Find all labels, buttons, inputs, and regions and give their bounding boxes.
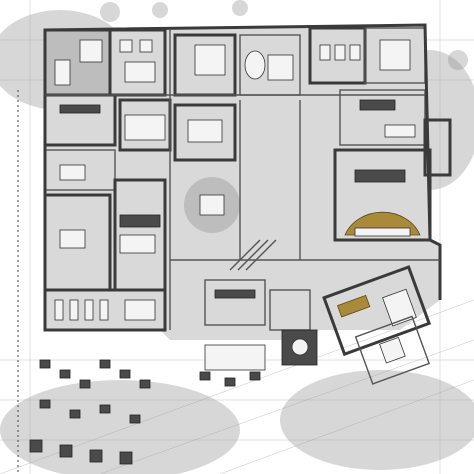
room-angled-wing: [322, 265, 432, 357]
outer-wall: [43, 30, 165, 332]
room-right-gold: [333, 148, 432, 242]
room-central-top: [173, 33, 301, 97]
room-right-column: [339, 89, 452, 177]
staircase: [237, 239, 269, 271]
watercolor-wash: [280, 370, 474, 470]
room-dark-lounge: [281, 329, 318, 366]
staircase: [229, 239, 261, 271]
room-top-right: [308, 26, 426, 85]
tree-sketch: [152, 2, 168, 18]
outdoor-seating: [29, 359, 261, 465]
room-angled-wing-2: [354, 315, 431, 385]
room-meeting-center: [173, 103, 240, 233]
floor-slab: [45, 25, 440, 340]
tree-sketch: [448, 50, 468, 70]
tree-sketch: [100, 2, 120, 22]
outer-wall: [44, 23, 442, 300]
room-top-left: [43, 28, 112, 97]
tree-sketch: [232, 0, 248, 16]
staircase: [245, 239, 277, 271]
room-center-lounge: [204, 279, 311, 371]
